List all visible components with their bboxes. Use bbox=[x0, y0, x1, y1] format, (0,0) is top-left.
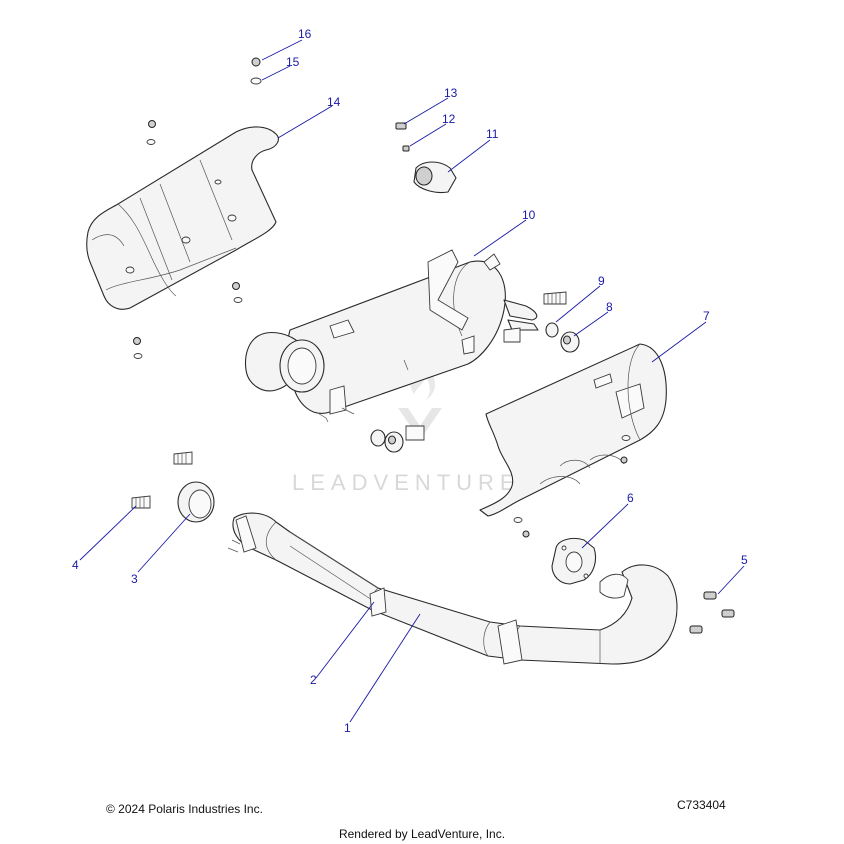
watermark-text: LEADVENTURE bbox=[292, 470, 521, 495]
callout-3: 3 bbox=[131, 572, 138, 586]
callout-6: 6 bbox=[627, 491, 634, 505]
rendered-by-text: Rendered by LeadVenture, Inc. bbox=[338, 827, 506, 841]
leader-lines bbox=[79, 39, 745, 723]
callout-10: 10 bbox=[522, 208, 536, 222]
callout-16: 16 bbox=[298, 27, 312, 41]
callout-5: 5 bbox=[741, 553, 748, 567]
part-7-heat-shield bbox=[479, 343, 667, 538]
part-14-heat-shield bbox=[86, 126, 279, 310]
callout-4: 4 bbox=[72, 558, 79, 572]
part-13-bolt bbox=[395, 122, 407, 130]
callout-7: 7 bbox=[703, 309, 710, 323]
callout-13: 13 bbox=[444, 86, 458, 100]
muffler-mount-hardware bbox=[370, 327, 521, 453]
part-3-gasket-ring bbox=[177, 481, 215, 523]
callouts: 1 2 3 4 5 6 7 8 9 10 11 12 13 14 15 16 bbox=[72, 27, 748, 735]
part-4-spring bbox=[131, 451, 193, 509]
part-12-nut bbox=[402, 145, 410, 152]
callout-12: 12 bbox=[442, 112, 456, 126]
callout-8: 8 bbox=[606, 300, 613, 314]
part-2-clamp bbox=[369, 587, 387, 617]
callout-2: 2 bbox=[310, 673, 317, 687]
part-9-spring bbox=[543, 291, 567, 305]
part-15-washer bbox=[250, 77, 262, 85]
callout-15: 15 bbox=[286, 55, 300, 69]
callout-9: 9 bbox=[598, 274, 605, 288]
part-16-bolt bbox=[251, 57, 261, 67]
callout-14: 14 bbox=[327, 95, 341, 109]
part-11-tip bbox=[413, 161, 457, 194]
part-1-header-pipe bbox=[227, 512, 678, 665]
copyright-text: © 2024 Polaris Industries Inc. bbox=[106, 802, 263, 816]
part-10-muffler bbox=[244, 249, 539, 423]
part-14-hardware bbox=[133, 120, 243, 359]
part-8-grommet bbox=[545, 322, 580, 353]
part-5-bolts bbox=[689, 591, 735, 634]
callout-1: 1 bbox=[344, 721, 351, 735]
callout-11: 11 bbox=[486, 127, 499, 141]
drawing-id: C733404 bbox=[677, 798, 726, 812]
part-6-flange-gasket bbox=[551, 537, 597, 585]
